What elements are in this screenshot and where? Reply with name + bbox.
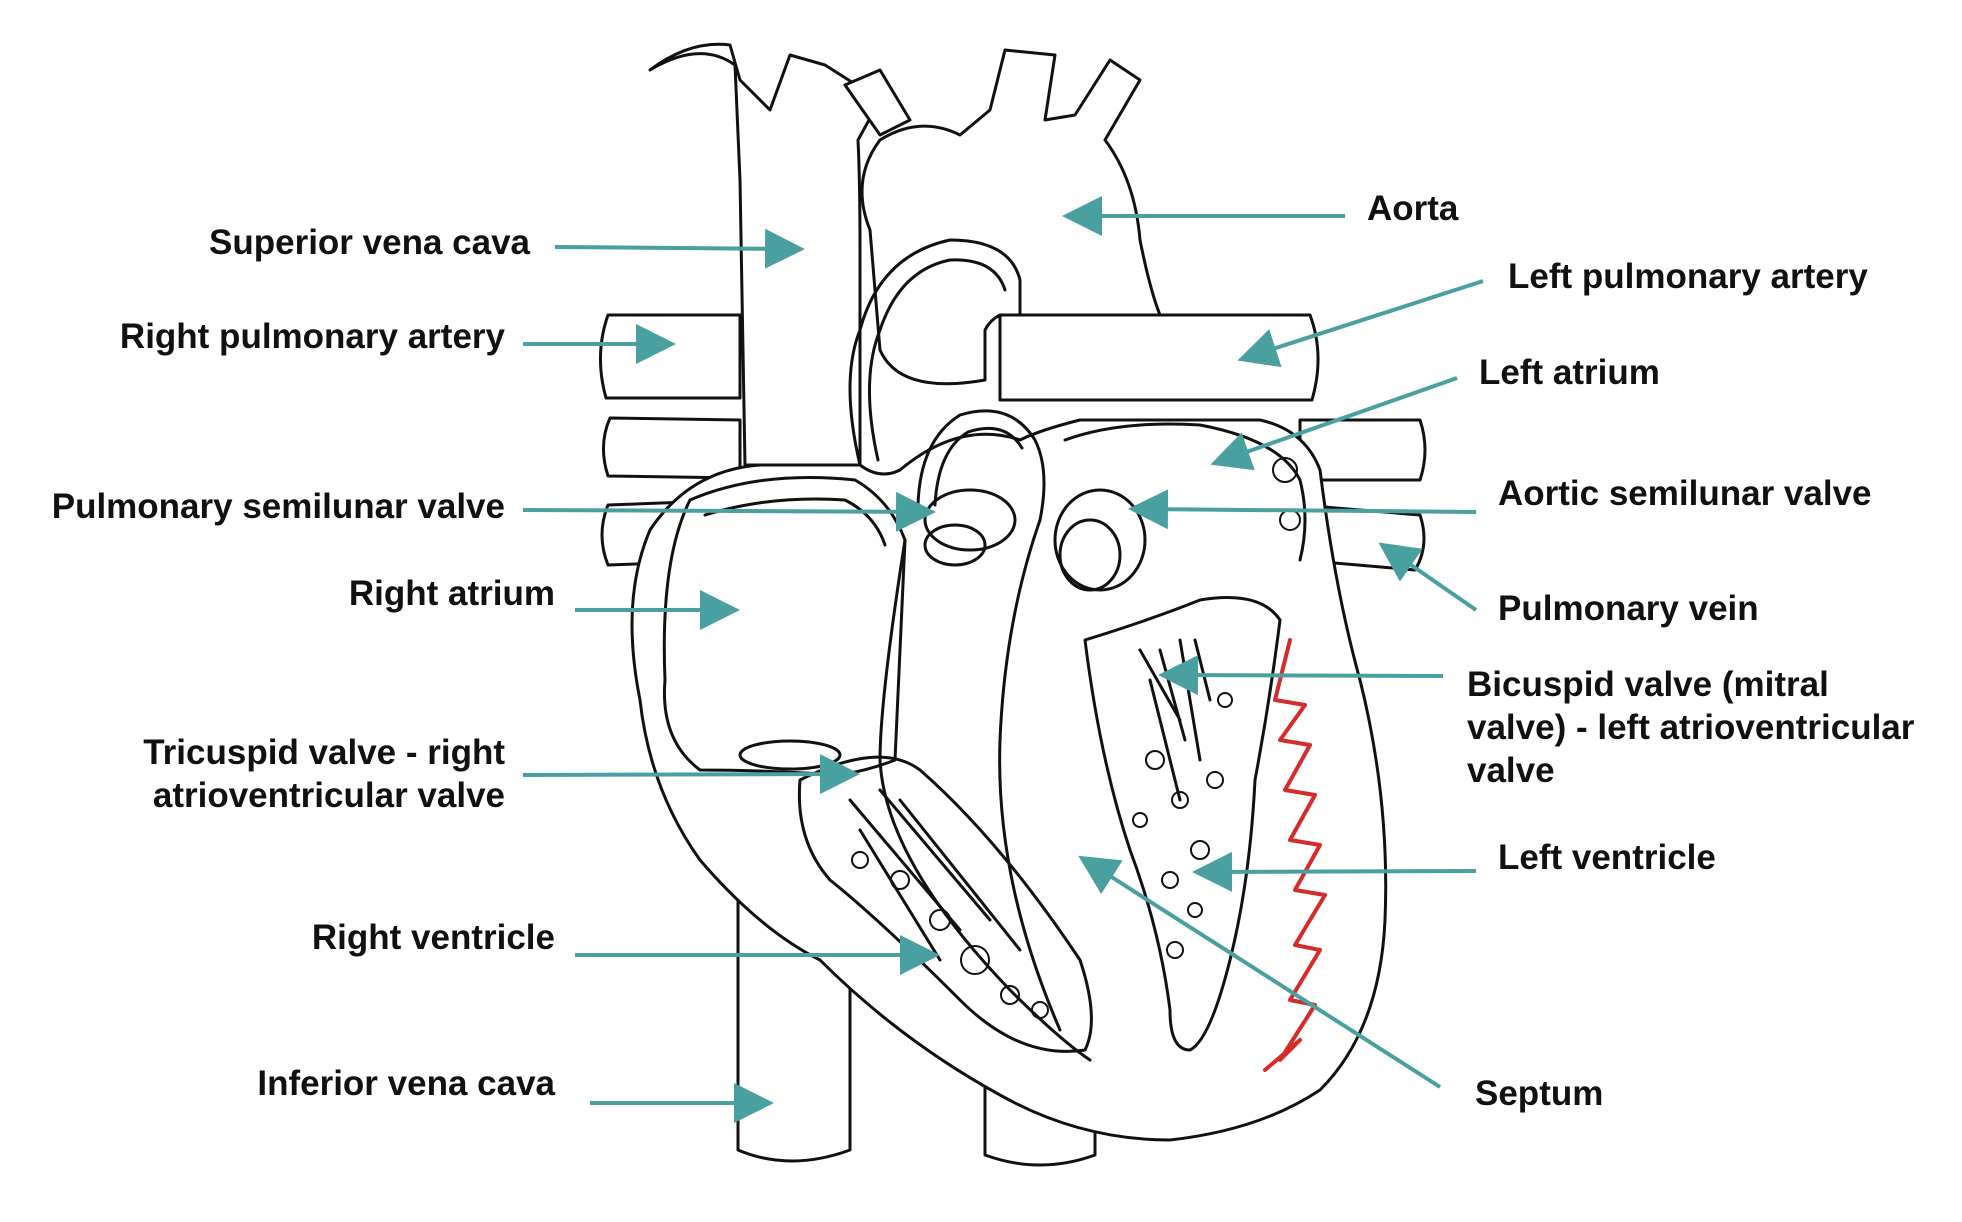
label-tricuspid-valve-line2: atrioventricular valve xyxy=(152,776,505,815)
label-superior-vena-cava: Superior vena cava xyxy=(209,223,530,262)
left-pulmonary-artery xyxy=(998,313,1320,402)
right-atrium-inner xyxy=(703,497,887,547)
label-left-pulmonary-artery: Left pulmonary artery xyxy=(1508,257,1868,296)
label-aortic-semilunar-valve: Aortic semilunar valve xyxy=(1498,474,1872,513)
arrow-aortic-semilunar-valve xyxy=(1128,489,1477,530)
tissue-texture xyxy=(851,457,1301,1019)
label-right-ventricle: Right ventricle xyxy=(311,918,555,957)
label-pulmonary-semilunar-valve: Pulmonary semilunar valve xyxy=(51,487,505,526)
arrow-left-atrium xyxy=(1210,376,1458,471)
rv-cords xyxy=(848,788,1022,962)
label-left-ventricle: Left ventricle xyxy=(1498,838,1716,877)
pointer-arrows xyxy=(522,196,1484,1123)
left-atrium-chamber xyxy=(1063,422,1307,562)
label-aorta: Aorta xyxy=(1367,189,1459,228)
pulmonary-trunk xyxy=(848,238,1022,467)
label-pulmonary-vein: Pulmonary vein xyxy=(1498,589,1759,628)
right-ventricle-tissue xyxy=(797,755,1093,1053)
label-right-pulmonary-artery: Right pulmonary artery xyxy=(119,317,505,356)
label-bicuspid-valve-line3: valve xyxy=(1467,751,1555,790)
left-ventricle-chamber xyxy=(1083,596,1282,1052)
pulmonary-trunk-inner xyxy=(868,258,1007,462)
label-bicuspid-valve-line2: valve) - left atrioventricular xyxy=(1467,708,1915,747)
arrow-superior-vena-cava xyxy=(554,228,805,269)
aortic-valve-shape xyxy=(1053,488,1147,592)
aorta-shape xyxy=(860,48,1162,386)
arrow-tricuspid-valve xyxy=(522,754,860,795)
aortic-root-inner xyxy=(933,426,1024,507)
arrow-bicuspid-valve xyxy=(1158,655,1444,696)
arrow-left-pulmonary-artery xyxy=(1237,279,1484,368)
label-tricuspid-valve-line1: Tricuspid valve - right xyxy=(143,733,505,772)
arrow-pulmonary-vein xyxy=(1378,542,1478,612)
label-inferior-vena-cava: Inferior vena cava xyxy=(257,1064,555,1103)
label-left-atrium: Left atrium xyxy=(1479,353,1660,392)
septum-wall xyxy=(878,538,1092,1062)
pulmonary-vein-right-upper xyxy=(602,416,742,480)
right-pulmonary-artery xyxy=(599,313,742,400)
label-septum: Septum xyxy=(1475,1074,1604,1113)
label-bicuspid-valve: Bicuspid valve (mitral valve) - left atr… xyxy=(1467,663,1947,792)
aorta-left-branch xyxy=(843,68,912,137)
septum-wall-2 xyxy=(998,518,1062,1032)
pulmonary-vein-left-upper xyxy=(1298,418,1427,482)
arrow-septum xyxy=(1078,855,1442,1089)
aortic-root xyxy=(916,409,1046,522)
superior-vena-cava-shape xyxy=(648,42,882,467)
arrow-left-ventricle xyxy=(1192,851,1477,892)
arrow-pulmonary-semilunar-valve xyxy=(522,491,936,532)
label-bicuspid-valve-line1: Bicuspid valve (mitral xyxy=(1467,665,1829,704)
label-right-atrium: Right atrium xyxy=(348,574,555,613)
label-tricuspid-valve: Tricuspid valve - right atrioventricular… xyxy=(80,731,505,817)
septum-red-mark xyxy=(1263,638,1327,1072)
heart-interior xyxy=(662,238,1307,1062)
